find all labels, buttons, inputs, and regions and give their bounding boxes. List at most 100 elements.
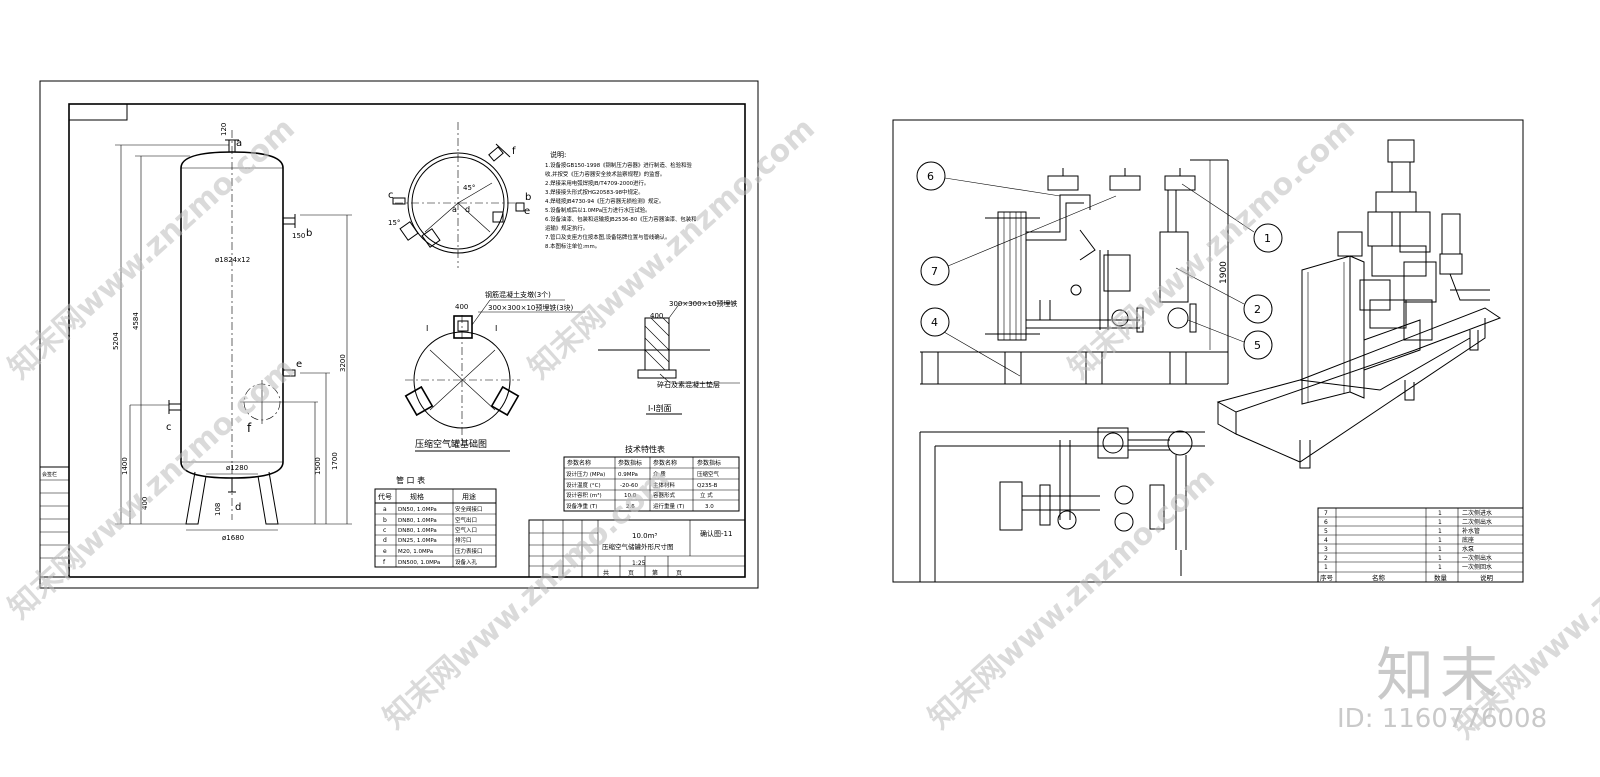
plan-angle-1: 45° <box>463 184 475 192</box>
svg-text:1: 1 <box>1264 232 1271 245</box>
svg-text:设备入孔: 设备入孔 <box>455 558 478 566</box>
svg-text:5: 5 <box>1254 339 1261 352</box>
title-cell: 共 <box>603 569 609 577</box>
watermark-layer: 知末网www.znzmo.com 知末网www.znzmo.com 知末网www… <box>2 111 1600 746</box>
title-cell: 页 <box>628 570 634 577</box>
plan-label-c: c <box>388 190 394 201</box>
svg-text:空气入口: 空气入口 <box>455 526 477 534</box>
tech-th: 参数指标 <box>618 459 642 467</box>
title-cell: 页 <box>676 570 682 577</box>
right-sheet: 1900 <box>892 119 1524 583</box>
svg-text:2: 2 <box>1324 555 1328 562</box>
label-nozzle-a: a <box>236 138 242 149</box>
callout-5 <box>1243 330 1273 360</box>
label-nozzle-d: d <box>235 502 241 513</box>
dim-5204: 5204 <box>112 332 120 350</box>
brand-logo: 知末 <box>1376 641 1505 709</box>
note-line: 2.焊接采用电弧焊按JB/T4709-2000进行。 <box>545 179 649 187</box>
vessel-plan-view: f c b e 45° 15° a d <box>388 122 531 268</box>
svg-text:M20, 1.0MPa: M20, 1.0MPa <box>398 549 433 555</box>
note-line: 7.管口及支座方位按本图,设备铭牌位置与管线确认。 <box>545 233 670 241</box>
bom-rows: 7 1 二次侧进水 6 1 二次侧出水 5 1 补水管 4 1 底座 3 1 水… <box>1324 509 1492 571</box>
dim-1400: 1400 <box>121 457 129 475</box>
svg-text:1: 1 <box>1438 510 1442 517</box>
title-volume: 10.0m³ <box>632 532 657 540</box>
svg-text:设计压力 (MPa): 设计压力 (MPa) <box>566 470 605 478</box>
svg-text:空气出口: 空气出口 <box>455 516 477 524</box>
dim-1900: 1900 <box>1219 261 1229 284</box>
svg-text:底座: 底座 <box>1462 536 1474 544</box>
tech-table-rows: 设计压力 (MPa) 0.9MPa 介 质 压缩空气 设计温度 (°C) -20… <box>566 470 720 510</box>
svg-text:容器形式: 容器形式 <box>653 491 676 499</box>
section-plate-label: 300×300×10预埋铁 <box>669 299 737 308</box>
dim-top-120: 120 <box>220 123 228 136</box>
svg-text:设备净重 (T): 设备净重 (T) <box>566 502 597 510</box>
note-line: 8.本图标注单位:mm。 <box>545 242 600 250</box>
nozzle-table-title: 管 口 表 <box>396 475 425 485</box>
left-sheet: 会签栏 a 120 b 150 ø1824x12 e <box>39 80 759 589</box>
svg-text:a: a <box>383 506 387 513</box>
note-line: 5.设备制成后以1.0MPa压力进行水压试验。 <box>545 206 651 214</box>
svg-text:b: b <box>383 517 387 524</box>
svg-text:DN25, 1.0MPa: DN25, 1.0MPa <box>398 538 437 544</box>
dim-400: 400 <box>141 497 149 510</box>
bom-table: 7 1 二次侧进水 6 1 二次侧出水 5 1 补水管 4 1 底座 3 1 水… <box>1317 507 1524 583</box>
svg-text:DN80, 1.0MPa: DN80, 1.0MPa <box>398 518 437 524</box>
svg-text:3.0: 3.0 <box>705 504 714 510</box>
svg-text:6: 6 <box>1324 519 1328 526</box>
foundation-title: 压缩空气罐基础图 <box>415 438 487 450</box>
svg-text:2.6: 2.6 <box>626 504 635 510</box>
foundation-pier-label: 钢筋混凝土支墩(3个) <box>485 290 551 299</box>
watermark-text: 知末网www.znzmo.com <box>377 461 677 736</box>
nozzle-c <box>168 403 182 411</box>
plan-label-f: f <box>512 146 516 157</box>
tech-table: 技术特性表 参数名称 参数指标 参数名称 参数指标 设计压力 (MPa) 0.9… <box>563 444 740 512</box>
svg-text:5: 5 <box>1324 528 1328 535</box>
nozzle-table: 管 口 表 代号 规格 用途 a DN50, 1.0MPa 安全阀接口 b DN… <box>374 475 497 568</box>
foundation-plan: 400 钢筋混凝土支墩(3个) 300×300×10预埋铁(3块) I I 压缩… <box>404 290 585 452</box>
pier-top <box>453 315 473 339</box>
section-w400: 400 <box>650 312 663 320</box>
section-fill-label: 碎石及素混凝土垫层 <box>657 380 720 389</box>
note-line: 收,并按受《压力容器安全技术监察规程》的监督。 <box>545 170 665 178</box>
title-code: 确认图-11 <box>700 529 732 538</box>
svg-text:1: 1 <box>1324 564 1328 571</box>
side-stamp-label: 会签栏 <box>42 471 57 478</box>
leg-right <box>257 471 279 525</box>
svg-text:DN50, 1.0MPa: DN50, 1.0MPa <box>398 507 437 513</box>
svg-text:3: 3 <box>1324 546 1328 553</box>
section-mark-right: I <box>495 324 497 333</box>
plan-label-b: b <box>525 192 531 203</box>
dim-3200: 3200 <box>339 354 347 372</box>
svg-text:一次侧出水: 一次侧出水 <box>1462 554 1492 562</box>
label-manhole-f: f <box>247 421 252 435</box>
section-title: I-I剖面 <box>648 403 672 413</box>
title-scale: 1:25 <box>632 560 646 567</box>
bom-footer-qty: 数量 <box>1434 573 1448 582</box>
svg-text:介 质: 介 质 <box>653 470 666 478</box>
dim-150: 150 <box>292 232 305 240</box>
skid-elevation-view: 1900 <box>920 159 1229 385</box>
svg-text:压力表接口: 压力表接口 <box>455 547 483 555</box>
svg-text:1: 1 <box>1438 546 1442 553</box>
bom-footer-no: 序号 <box>1320 573 1334 582</box>
pier-right <box>490 385 520 417</box>
svg-text:DN80, 1.0MPa: DN80, 1.0MPa <box>398 528 437 534</box>
asset-id: ID: 1160776008 <box>1337 704 1548 734</box>
svg-text:1: 1 <box>1438 519 1442 526</box>
svg-text:2: 2 <box>1254 303 1261 316</box>
skid-plan-view <box>919 427 1205 582</box>
bom-footer-note: 说明 <box>1480 573 1494 582</box>
nozzle-th-spec: 规格 <box>410 492 424 501</box>
watermark-text: 知末网www.znzmo.com <box>2 351 302 626</box>
svg-text:1: 1 <box>1438 564 1442 571</box>
dim-4584: 4584 <box>132 312 140 330</box>
svg-text:0.9MPa: 0.9MPa <box>618 472 638 478</box>
svg-text:运行重量 (T): 运行重量 (T) <box>653 502 684 510</box>
left-sheet-outer-border <box>39 80 759 589</box>
svg-text:d: d <box>383 537 387 544</box>
title-cell: 第 <box>652 569 658 577</box>
svg-text:f: f <box>383 559 386 566</box>
tech-th: 参数名称 <box>653 459 677 467</box>
foundation-w400: 400 <box>455 303 468 311</box>
